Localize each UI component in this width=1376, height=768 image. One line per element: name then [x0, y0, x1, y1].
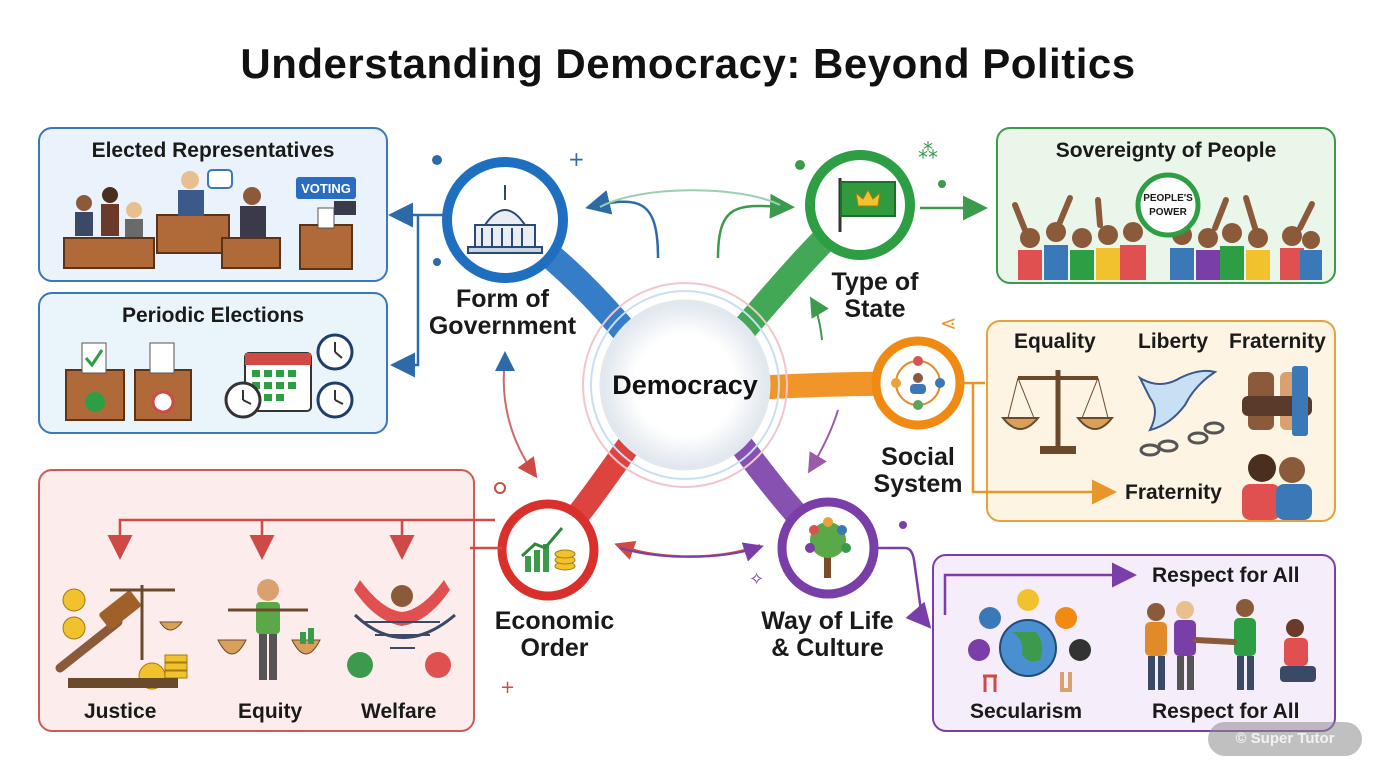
- periodic-elections-title: Periodic Elections: [121, 304, 305, 327]
- social-system-node: [871, 336, 965, 430]
- svg-text:+: +: [500, 677, 515, 698]
- joined-hands-icon: [1242, 366, 1312, 436]
- parliament-scene-icon: [63, 169, 281, 269]
- ballot-boxes-icon: [65, 342, 192, 421]
- crown-flag-icon: [838, 178, 896, 232]
- form-of-government-line1: Form of: [455, 285, 550, 313]
- way-of-life-node: [777, 497, 879, 599]
- globe-religions-icon: [968, 589, 1091, 692]
- type-of-state-node: [805, 150, 915, 260]
- fraternity-top-label: Fraternity: [1229, 330, 1326, 353]
- respect-for-all-top-label: Respect for All: [1152, 564, 1300, 587]
- peoples-power-sign: PEOPLE'S: [1143, 193, 1193, 204]
- way-of-life-line2: & Culture: [771, 634, 884, 662]
- svg-text:+: +: [568, 147, 585, 171]
- svg-text:POWER: POWER: [1149, 207, 1188, 218]
- way-of-life-label: Way of Life & Culture: [745, 608, 910, 662]
- type-of-state-line1: Type of: [831, 268, 919, 296]
- liberty-label: Liberty: [1138, 330, 1209, 353]
- type-of-state-label: Type of State: [810, 269, 940, 323]
- people-circle-icon: [891, 356, 945, 410]
- respect-for-all-bottom-label: Respect for All: [1152, 700, 1300, 723]
- economic-order-node: [497, 499, 599, 601]
- gavel-scales-coins-icon: [55, 585, 188, 690]
- svg-text:⁂: ⁂: [918, 139, 938, 163]
- form-of-government-node: [442, 157, 568, 283]
- capitol-building-icon: [467, 185, 543, 254]
- page-title: Understanding Democracy: Beyond Politics: [240, 40, 1136, 87]
- embracing-people-icon: [1242, 454, 1312, 520]
- justice-label: Justice: [84, 700, 157, 723]
- growth-chart-coins-icon: [520, 527, 576, 572]
- dove-broken-chain-icon: [1137, 369, 1225, 457]
- social-system-line1: Social: [881, 443, 955, 471]
- diverse-people-handshake-icon: [1145, 599, 1316, 690]
- svg-text:✧: ✧: [749, 569, 764, 590]
- elected-representatives-title: Elected Representatives: [91, 139, 335, 162]
- fraternity-bottom-label: Fraternity: [1125, 481, 1222, 504]
- voting-badge: VOTING: [301, 181, 351, 196]
- svg-text:⋖: ⋖: [940, 311, 957, 335]
- way-of-life-line1: Way of Life: [761, 607, 894, 635]
- watermark-badge: © Super Tutor: [1208, 722, 1362, 756]
- democracy-center-label: Democracy: [612, 370, 758, 400]
- equality-label: Equality: [1014, 330, 1096, 353]
- scales-equality-icon: [1000, 370, 1115, 454]
- form-of-government-line2: Government: [428, 312, 577, 340]
- social-system-line2: System: [873, 470, 963, 498]
- social-system-label: Social System: [858, 444, 978, 498]
- voting-box-icon: VOTING: [296, 177, 356, 270]
- secularism-label: Secularism: [970, 700, 1083, 723]
- economic-order-label: Economic Order: [482, 608, 627, 662]
- balanced-person-icon: [217, 579, 321, 680]
- tree-icon: [805, 517, 851, 578]
- economic-order-line1: Economic: [494, 607, 615, 635]
- form-of-government-label: Form of Government: [415, 286, 590, 340]
- crowd-people-icon: PEOPLE'S POWER: [1012, 172, 1322, 280]
- equity-label: Equity: [238, 700, 303, 723]
- economic-order-line2: Order: [520, 634, 589, 662]
- democracy-center-circle: [599, 299, 771, 471]
- type-of-state-line2: State: [844, 295, 906, 323]
- safety-net-person-icon: [347, 580, 456, 678]
- calendar-clocks-icon: [224, 333, 354, 419]
- welfare-label: Welfare: [361, 700, 437, 723]
- sovereignty-title: Sovereignty of People: [1055, 139, 1277, 162]
